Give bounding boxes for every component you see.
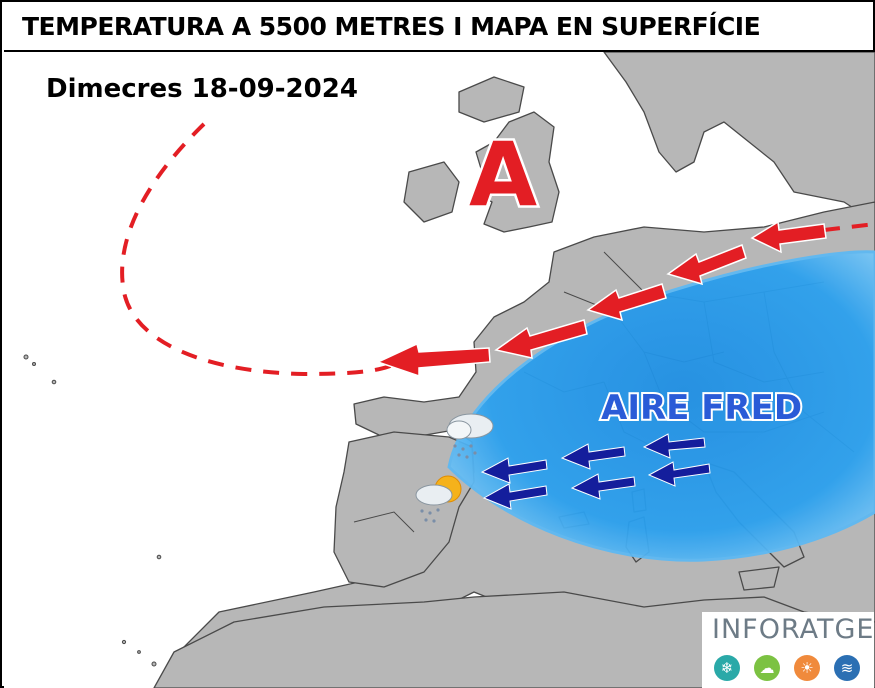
atlantic-islands <box>23 354 162 667</box>
snowflake-icon: ❄ <box>714 655 740 681</box>
navy-arrow <box>570 473 636 500</box>
ridge-dashed-line <box>120 122 400 377</box>
logo-wordmark: INFORATGE <box>712 614 875 645</box>
navy-arrow <box>480 457 548 484</box>
red-arrow <box>666 244 747 286</box>
ireland <box>403 161 460 223</box>
red-arrow <box>375 342 491 378</box>
ridge-dashed-line-east <box>823 222 875 232</box>
high-pressure-label: A <box>469 123 537 226</box>
red-arrow <box>586 283 667 322</box>
cloud-rain-icon <box>446 413 494 459</box>
sun-cloud-rain-icon <box>415 475 462 523</box>
navy-arrow <box>482 483 548 510</box>
red-arrow <box>750 220 827 254</box>
cloud-icon: ☁ <box>754 655 780 681</box>
iceland-region <box>458 76 525 123</box>
iberia <box>333 431 475 588</box>
weather-map: A AIRE FRED <box>4 52 875 688</box>
great-britain <box>473 111 560 233</box>
sun-icon: ☀ <box>794 655 820 681</box>
red-arrow <box>494 319 588 359</box>
flow-arrows <box>375 220 827 378</box>
sicily <box>738 566 780 591</box>
navy-arrow <box>647 461 711 487</box>
navy-arrow <box>642 433 706 459</box>
air-mass-label: AIRE FRED <box>601 388 802 428</box>
wind-icon: ≋ <box>834 655 860 681</box>
inforatge-logo: INFORATGE ❄ ☁ ☀ ≋ <box>702 612 874 688</box>
map-title: TEMPERATURA A 5500 METRES I MAPA EN SUPE… <box>4 4 875 52</box>
cold-flow-arrows <box>480 433 711 510</box>
forecast-date: Dimecres 18-09-2024 <box>46 74 358 104</box>
navy-arrow <box>560 443 626 470</box>
